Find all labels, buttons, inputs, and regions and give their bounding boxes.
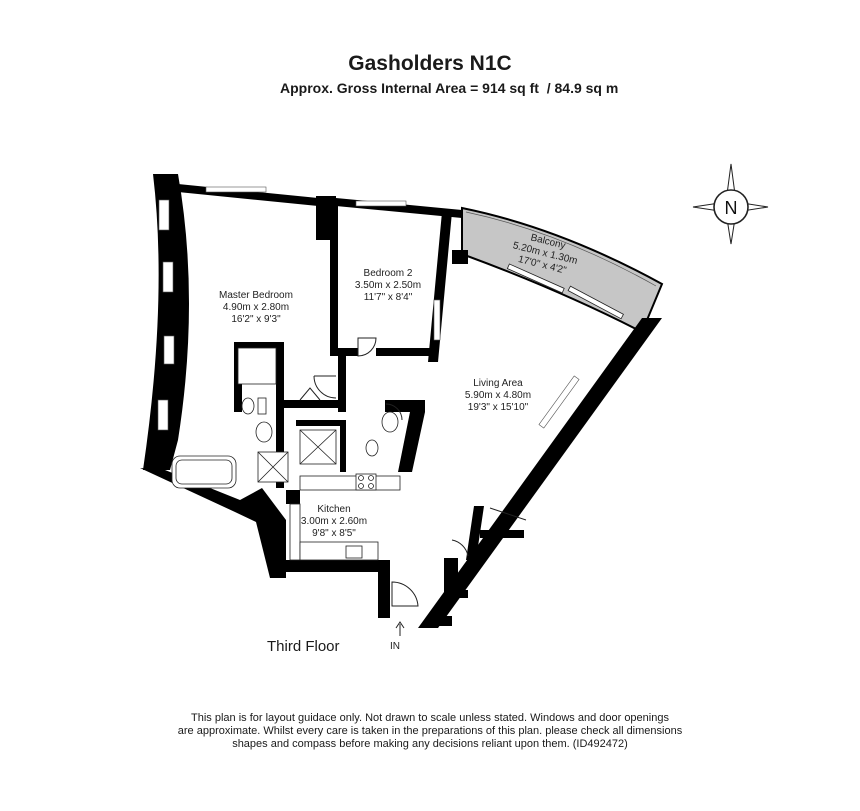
room-metric: 3.50m x 2.50m [355, 280, 421, 291]
sink-icon [345, 545, 363, 559]
basin-icon-2 [381, 411, 399, 433]
compass-north-letter: N [725, 198, 738, 218]
floor-label: Third Floor [267, 638, 340, 655]
basin-icon [255, 421, 273, 443]
room-master-bedroom: Master Bedroom 4.90m x 2.80m 16'2" x 9'3… [219, 290, 293, 325]
disclaimer-line: This plan is for layout guidace only. No… [191, 712, 669, 724]
room-imperial: 16'2" x 9'3" [231, 314, 281, 325]
room-imperial: 11'7" x 8'4" [364, 292, 413, 303]
room-metric: 4.90m x 2.80m [223, 302, 289, 313]
disclaimer-line: shapes and compass before making any dec… [232, 738, 628, 750]
toilet-icon-2 [365, 439, 379, 457]
compass-icon: N [692, 163, 769, 245]
room-metric: 5.90m x 4.80m [465, 390, 531, 401]
gross-area-subtitle: Approx. Gross Internal Area = 914 sq ft … [280, 80, 619, 96]
room-name: Master Bedroom [219, 290, 293, 301]
room-name: Kitchen [317, 504, 350, 515]
room-living-area: Living Area 5.90m x 4.80m 19'3" x 15'10" [465, 378, 531, 413]
toilet-icon [241, 397, 255, 415]
room-metric: 3.00m x 2.60m [301, 516, 367, 527]
room-imperial: 9'8" x 8'5" [312, 528, 356, 539]
room-name: Living Area [473, 378, 523, 389]
walls [140, 174, 662, 628]
fixtures [171, 263, 624, 561]
plan-title: Gasholders N1C [348, 52, 512, 75]
disclaimer-line: are approximate. Whilst every care is ta… [177, 725, 683, 737]
doors [299, 337, 527, 607]
room-imperial: 19'3" x 15'10" [468, 402, 529, 413]
entrance-label: IN [390, 641, 400, 652]
room-bedroom-2: Bedroom 2 3.50m x 2.50m 11'7" x 8'4" [355, 268, 421, 303]
room-kitchen: Kitchen 3.00m x 2.60m 9'8" x 8'5" [301, 504, 367, 539]
disclaimer: This plan is for layout guidace only. No… [150, 712, 710, 751]
entrance-arrow-icon [395, 621, 405, 636]
windows [157, 186, 580, 431]
room-name: Bedroom 2 [364, 268, 413, 279]
